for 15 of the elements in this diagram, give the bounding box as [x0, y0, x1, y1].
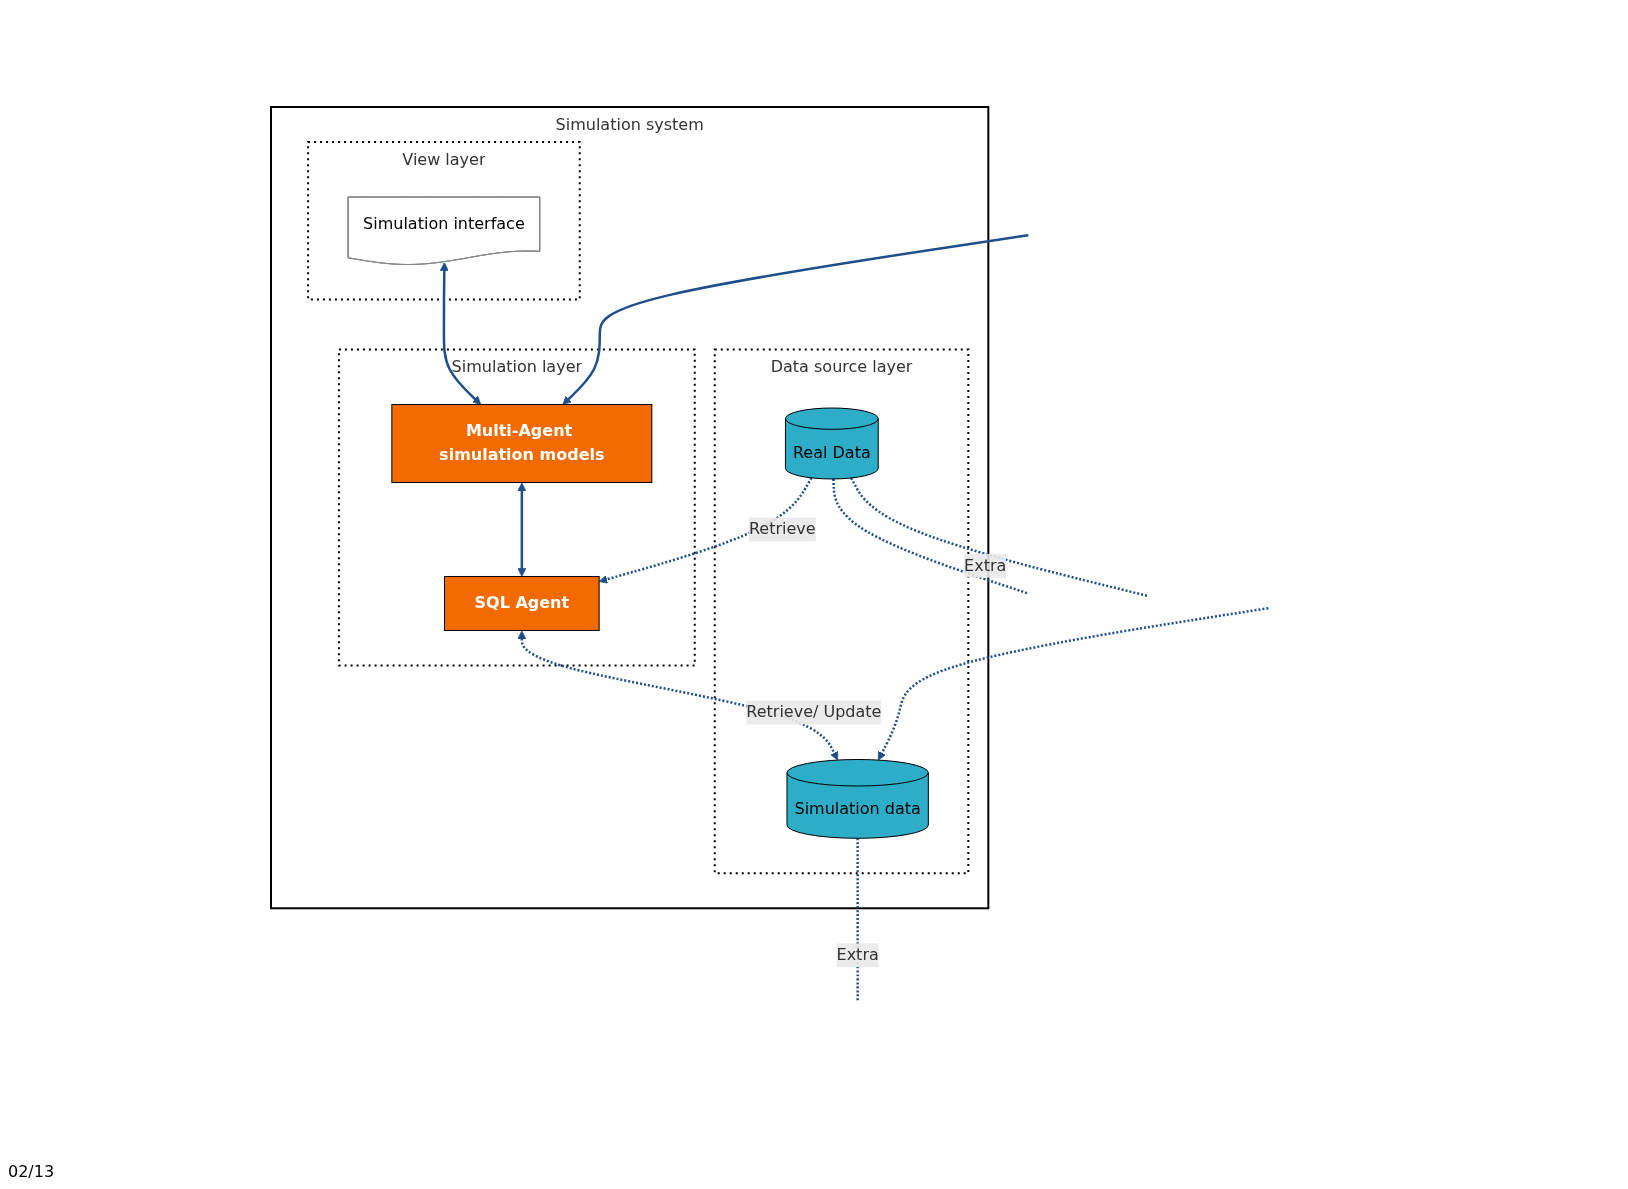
- page-number: 02/13: [8, 1162, 55, 1181]
- node-box: Multi-Agent simulation models: [391, 404, 653, 484]
- edge-label: Extra: [836, 945, 880, 965]
- connector: [856, 838, 860, 1003]
- edge-label: Extra: [964, 556, 1007, 576]
- edge-label: Retrieve: [749, 519, 816, 539]
- arrow: [599, 477, 813, 584]
- arrow: [440, 262, 482, 406]
- connector: [850, 477, 1149, 598]
- arrow: [562, 234, 1029, 406]
- connector: [832, 479, 1030, 596]
- arrow: [517, 482, 527, 578]
- arrow: [878, 607, 1269, 761]
- node-box: SQL Agent: [444, 576, 600, 632]
- edge-label: Retrieve/ Update: [746, 702, 882, 722]
